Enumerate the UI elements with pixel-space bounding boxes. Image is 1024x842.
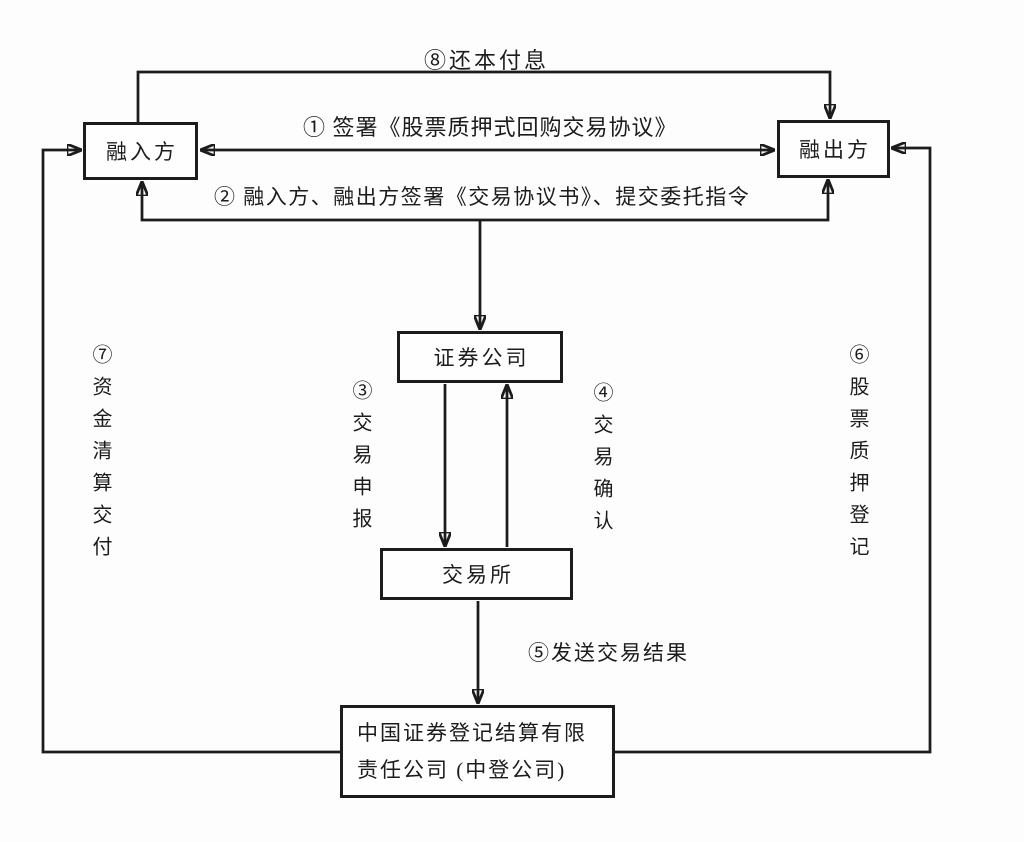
edge-label-repay-principal-interest: ⑧还本付息: [424, 48, 550, 73]
edge-label-sign-agreement: ① 签署《股票质押式回购交易协议》: [303, 115, 678, 140]
edge-label-trade-protocol: ② 融入方、融出方签署《交易协议书》、提交委托指令: [214, 185, 751, 209]
edge-label-fund-settlement-delivery: ⑦资金清算交付: [89, 344, 111, 568]
edge-label-trade-confirmation: ④交易确认: [590, 382, 612, 542]
node-borrower-label: 融入方: [106, 140, 178, 164]
node-securities-company: 证券公司: [397, 331, 563, 383]
node-borrower: 融入方: [83, 122, 198, 180]
edge-label-stock-pledge-registration: ⑥股票质押登记: [846, 344, 868, 568]
node-exchange-label: 交易所: [442, 563, 514, 587]
edge-label-send-trade-result: ⑤发送交易结果: [528, 641, 689, 665]
node-lender-label: 融出方: [799, 138, 871, 162]
edge-label-trade-declaration: ③交易申报: [349, 380, 371, 540]
node-csdc-label-line1: 中国证券登记结算有限: [357, 721, 587, 746]
node-csdc-label-line2: 责任公司 (中登公司): [357, 757, 567, 782]
node-securities-company-label: 证券公司: [433, 346, 530, 370]
node-csdc: 中国证券登记结算有限 责任公司 (中登公司): [340, 705, 615, 798]
node-lender: 融出方: [777, 120, 890, 178]
node-exchange: 交易所: [380, 548, 573, 600]
